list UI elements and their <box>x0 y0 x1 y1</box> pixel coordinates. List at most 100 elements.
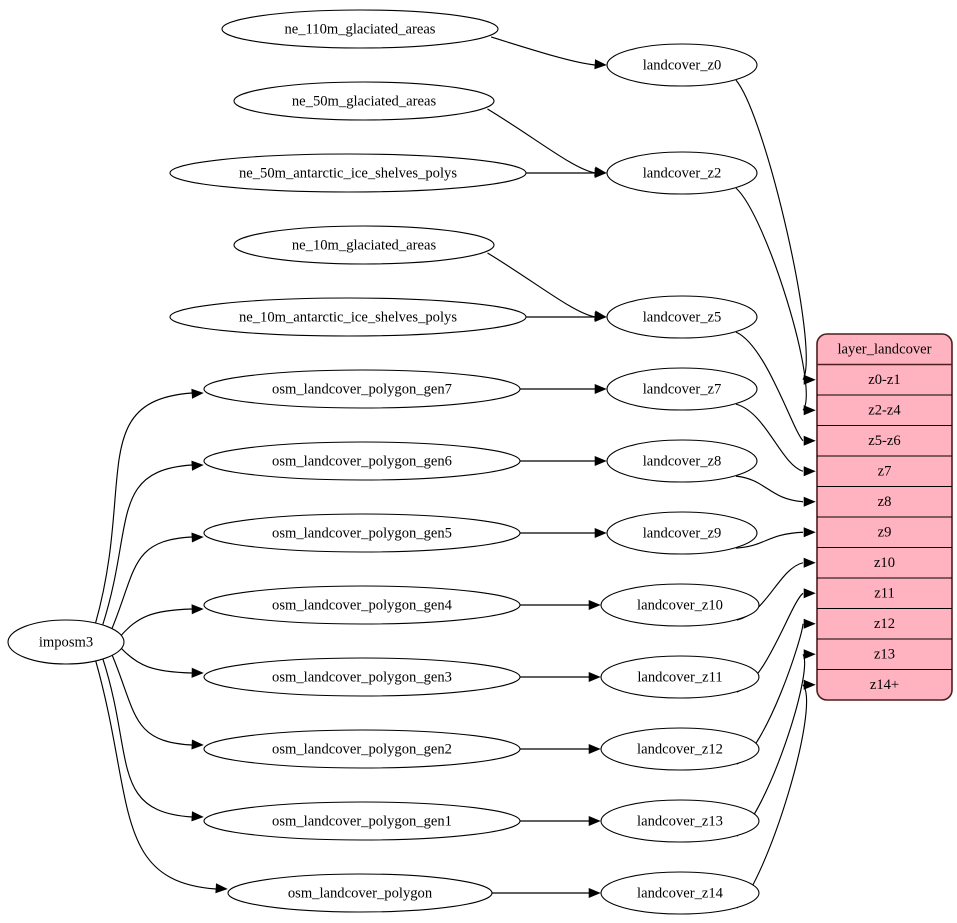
edge-imposm3-to-osm_landcover_polygon_gen4 <box>119 604 204 638</box>
edge-line <box>735 331 804 442</box>
node-osm_landcover_polygon_gen1[interactable]: osm_landcover_polygon_gen1 <box>203 801 521 841</box>
node-imposm3[interactable]: imposm3 <box>7 619 125 665</box>
edge-line <box>735 79 807 381</box>
edge-imposm3-to-osm_landcover_polygon <box>95 660 228 894</box>
edge-arrowhead <box>803 557 816 568</box>
node-ellipse <box>7 619 125 665</box>
node-label: landcover_z7 <box>643 381 722 397</box>
node-label: osm_landcover_polygon_gen7 <box>272 381 452 397</box>
edge-arrowhead <box>803 679 816 690</box>
edge-line <box>735 187 807 411</box>
node-osm_landcover_polygon_gen5[interactable]: osm_landcover_polygon_gen5 <box>203 513 521 553</box>
edge-osm_landcover_polygon_gen4-to-landcover_z10 <box>520 599 601 611</box>
node-ellipse <box>606 43 758 87</box>
node-ne_50m_glaciated_areas[interactable]: ne_50m_glaciated_areas <box>233 81 495 121</box>
node-ellipse <box>233 81 495 121</box>
edge-line <box>119 646 193 674</box>
node-ne_10m_glaciated_areas[interactable]: ne_10m_glaciated_areas <box>233 225 495 265</box>
node-osm_landcover_polygon_gen2[interactable]: osm_landcover_polygon_gen2 <box>203 729 521 769</box>
edge-ne_10m_antarctic_ice_shelves_polys-to-landcover_z5 <box>526 311 607 323</box>
node-osm_landcover_polygon_gen6[interactable]: osm_landcover_polygon_gen6 <box>203 441 521 481</box>
node-label: osm_landcover_polygon <box>288 885 433 901</box>
node-landcover_z14[interactable]: landcover_z14 <box>600 871 760 915</box>
node-ellipse <box>203 801 521 841</box>
node-landcover_z10[interactable]: landcover_z10 <box>600 583 760 627</box>
edge-arrowhead <box>588 671 601 683</box>
edge-arrowhead <box>191 811 204 822</box>
edge-line <box>487 252 596 318</box>
node-label: landcover_z13 <box>637 813 723 829</box>
edge-arrowhead <box>803 405 816 416</box>
edge-imposm3-to-osm_landcover_polygon_gen7 <box>94 388 204 624</box>
node-landcover_z2[interactable]: landcover_z2 <box>606 151 758 195</box>
edge-osm_landcover_polygon_gen2-to-landcover_z12 <box>520 743 601 755</box>
node-label: ne_10m_antarctic_ice_shelves_polys <box>239 309 457 325</box>
node-label: ne_10m_glaciated_areas <box>292 237 437 253</box>
record-row-label: z8 <box>878 494 892 510</box>
edge-line <box>735 475 804 503</box>
node-osm_landcover_polygon_gen3[interactable]: osm_landcover_polygon_gen3 <box>203 657 521 697</box>
record-row-label: z2-z4 <box>868 403 901 419</box>
node-ne_50m_antarctic_ice_shelves_polys[interactable]: ne_50m_antarctic_ice_shelves_polys <box>169 153 527 193</box>
edge-line <box>102 658 193 818</box>
edge-imposm3-to-osm_landcover_polygon_gen2 <box>111 654 204 750</box>
node-ne_10m_antarctic_ice_shelves_polys[interactable]: ne_10m_antarctic_ice_shelves_polys <box>169 297 527 337</box>
edge-arrowhead <box>588 743 601 755</box>
node-label: osm_landcover_polygon_gen6 <box>272 453 452 469</box>
edge-osm_landcover_polygon_gen5-to-landcover_z9 <box>520 527 607 539</box>
edge-osm_landcover_polygon_gen7-to-landcover_z7 <box>520 383 607 395</box>
node-osm_landcover_polygon_gen4[interactable]: osm_landcover_polygon_gen4 <box>203 585 521 625</box>
edge-landcover_z9-to-layer_landcover-z9 <box>735 527 816 549</box>
node-label: landcover_z5 <box>643 309 722 325</box>
edge-line <box>736 684 808 909</box>
node-landcover_z12[interactable]: landcover_z12 <box>600 727 760 771</box>
node-label: osm_landcover_polygon_gen3 <box>272 669 452 685</box>
node-layer: imposm3 ne_110m_glaciated_areas ne_50m_gla… <box>7 9 760 915</box>
node-landcover_z8[interactable]: landcover_z8 <box>606 439 758 483</box>
edge-arrowhead <box>191 667 204 678</box>
node-ellipse <box>600 727 760 771</box>
node-ellipse <box>600 655 760 699</box>
edge-osm_landcover_polygon_gen6-to-landcover_z8 <box>520 455 607 467</box>
node-ne_110m_glaciated_areas[interactable]: ne_110m_glaciated_areas <box>221 9 499 49</box>
record-row-label: z9 <box>878 525 892 541</box>
edge-landcover_z0-to-layer_landcover-z0-z1 <box>735 79 816 385</box>
edge-arrowhead <box>594 527 607 539</box>
node-label: landcover_z9 <box>643 525 722 541</box>
edge-line <box>111 536 193 630</box>
node-osm_landcover_polygon_gen7[interactable]: osm_landcover_polygon_gen7 <box>203 369 521 409</box>
edge-line <box>95 660 217 890</box>
node-label: landcover_z10 <box>637 597 723 613</box>
edge-landcover_z8-to-layer_landcover-z8 <box>735 475 816 507</box>
node-landcover_z11[interactable]: landcover_z11 <box>600 655 760 699</box>
edge-line <box>490 36 596 66</box>
node-ellipse <box>169 297 527 337</box>
edge-line <box>111 654 193 746</box>
node-ellipse <box>606 511 758 555</box>
node-ellipse <box>600 799 760 843</box>
node-landcover_z7[interactable]: landcover_z7 <box>606 367 758 411</box>
node-label: ne_50m_antarctic_ice_shelves_polys <box>239 165 457 181</box>
node-landcover_z5[interactable]: landcover_z5 <box>606 295 758 339</box>
node-landcover_z0[interactable]: landcover_z0 <box>606 43 758 87</box>
node-ellipse <box>203 729 521 769</box>
node-osm_landcover_polygon[interactable]: osm_landcover_polygon <box>227 873 493 913</box>
record-row-label: z7 <box>878 464 892 480</box>
node-landcover_z13[interactable]: landcover_z13 <box>600 799 760 843</box>
edge-imposm3-to-osm_landcover_polygon_gen3 <box>119 646 204 678</box>
edge-imposm3-to-osm_landcover_polygon_gen1 <box>102 658 204 822</box>
node-ellipse <box>203 441 521 481</box>
edge-arrowhead <box>191 532 204 543</box>
node-ellipse <box>606 439 758 483</box>
node-label: ne_110m_glaciated_areas <box>284 21 435 37</box>
edge-arrowhead <box>588 815 601 827</box>
node-landcover_z9[interactable]: landcover_z9 <box>606 511 758 555</box>
edge-arrowhead <box>191 739 204 750</box>
edge-landcover_z14-to-layer_landcover-z14- <box>736 679 816 909</box>
record-node-layer-landcover[interactable]: layer_landcoverz0-z1z2-z4z5-z6z7z8z9z10z… <box>816 333 953 701</box>
node-ellipse <box>233 225 495 265</box>
node-ellipse <box>169 153 527 193</box>
node-ellipse <box>606 151 758 195</box>
edge-line <box>487 108 596 174</box>
